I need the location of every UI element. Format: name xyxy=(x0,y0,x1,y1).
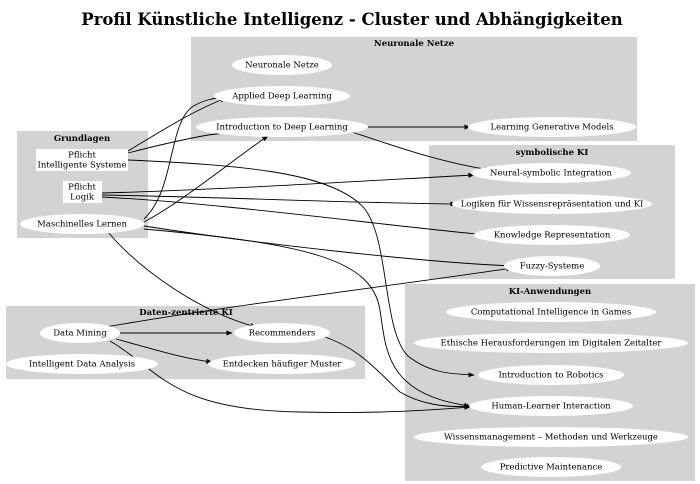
svg-text:Logik: Logik xyxy=(70,193,95,203)
node-pflicht-intelligente-systeme[interactable]: Pflicht Intelligente Systeme xyxy=(36,149,128,171)
edge-logik-to-neural-symbolic xyxy=(101,172,475,194)
node-entdecken-haeufiger-muster[interactable]: Entdecken häufiger Muster xyxy=(208,354,356,374)
svg-text:Maschinelles Lernen: Maschinelles Lernen xyxy=(37,220,127,230)
node-data-mining[interactable]: Data Mining xyxy=(40,323,120,343)
svg-text:Introduction to Deep Learning: Introduction to Deep Learning xyxy=(216,123,348,133)
svg-text:Fuzzy-Systeme: Fuzzy-Systeme xyxy=(520,262,585,272)
svg-text:Predictive Maintenance: Predictive Maintenance xyxy=(500,463,603,473)
node-applied-deep-learning[interactable]: Applied Deep Learning xyxy=(214,86,350,106)
edge-pflicht-is-to-robotics xyxy=(127,159,475,378)
node-introduction-to-deep-learning[interactable]: Introduction to Deep Learning xyxy=(196,117,368,137)
svg-text:Neural-symbolic Integration: Neural-symbolic Integration xyxy=(490,169,612,179)
edge-ml-to-hli xyxy=(143,228,471,408)
edge-pflicht-is-to-applied-dl xyxy=(127,97,227,152)
node-human-learner-interaction[interactable]: Human-Learner Interaction xyxy=(469,396,633,416)
svg-text:Introduction to Robotics: Introduction to Robotics xyxy=(498,371,603,381)
edge-intro-dl-to-neural-symbolic xyxy=(351,131,491,172)
node-fuzzy-systeme[interactable]: Fuzzy-Systeme xyxy=(504,256,600,276)
svg-text:Logiken für Wissensrepräsentat: Logiken für Wissensrepräsentation und KI xyxy=(461,200,644,210)
node-ethische-herausforderungen[interactable]: Ethische Herausforderungen im Digitalen … xyxy=(414,333,688,353)
svg-text:Intelligent Data Analysis: Intelligent Data Analysis xyxy=(29,360,135,370)
svg-text:Ethische Herausforderungen im: Ethische Herausforderungen im Digitalen … xyxy=(441,339,663,349)
node-neuronale-netze[interactable]: Neuronale Netze xyxy=(232,55,332,75)
svg-text:Learning Generative Models: Learning Generative Models xyxy=(490,123,613,133)
node-maschinelles-lernen[interactable]: Maschinelles Lernen xyxy=(20,214,144,234)
svg-text:Human-Learner Interaction: Human-Learner Interaction xyxy=(491,402,611,412)
diagram-title: Profil Künstliche Intelligenz - Cluster … xyxy=(81,10,622,29)
node-neural-symbolic-integration[interactable]: Neural-symbolic Integration xyxy=(471,163,631,183)
svg-text:Recommenders: Recommenders xyxy=(249,329,316,339)
svg-text:Pflicht: Pflicht xyxy=(68,183,96,193)
node-logiken-wissensrepraesentation[interactable]: Logiken für Wissensrepräsentation und KI xyxy=(452,194,652,214)
node-knowledge-representation[interactable]: Knowledge Representation xyxy=(474,225,630,245)
edge-ml-to-applied-dl xyxy=(143,94,227,220)
edge-data-mining-to-muster xyxy=(115,338,213,364)
node-introduction-to-robotics[interactable]: Introduction to Robotics xyxy=(478,365,624,385)
edge-recommenders-to-hli xyxy=(321,335,471,409)
edge-ml-to-fuzzy xyxy=(143,225,513,269)
svg-text:Entdecken häufiger Muster: Entdecken häufiger Muster xyxy=(223,360,343,370)
svg-text:Knowledge Representation: Knowledge Representation xyxy=(494,231,611,241)
svg-text:Wissensmanagement – Methoden u: Wissensmanagement – Methoden und Werkzeu… xyxy=(444,433,658,443)
edge-logik-to-logiken xyxy=(101,194,457,207)
node-pflicht-logik[interactable]: Pflicht Logik xyxy=(63,181,102,203)
edge-ml-to-intro-dl xyxy=(143,135,269,223)
cluster-label-daten-ki: Daten-zentrierte KI xyxy=(139,308,233,318)
cluster-label-ki-anwendungen: KI-Anwendungen xyxy=(509,287,591,297)
svg-text:Pflicht: Pflicht xyxy=(68,151,96,161)
svg-text:Computational Intelligence in: Computational Intelligence in Games xyxy=(471,308,631,318)
cluster-label-symbolische-ki: symbolische KI xyxy=(516,148,589,158)
node-intelligent-data-analysis[interactable]: Intelligent Data Analysis xyxy=(6,354,158,374)
svg-text:Intelligente Systeme: Intelligente Systeme xyxy=(37,161,126,171)
cluster-label-neuronale-netze: Neuronale Netze xyxy=(374,39,455,49)
node-wissensmanagement[interactable]: Wissensmanagement – Methoden und Werkzeu… xyxy=(414,427,688,447)
edge-data-mining-to-fuzzy xyxy=(99,266,513,329)
node-computational-intelligence-in-games[interactable]: Computational Intelligence in Games xyxy=(446,302,656,322)
node-learning-generative-models[interactable]: Learning Generative Models xyxy=(468,117,636,137)
svg-text:Neuronale Netze: Neuronale Netze xyxy=(245,61,319,71)
node-recommenders[interactable]: Recommenders xyxy=(234,323,330,343)
edge-logik-to-knowledge-rep xyxy=(101,196,488,237)
edges xyxy=(99,94,513,413)
svg-text:Applied Deep Learning: Applied Deep Learning xyxy=(231,92,332,102)
cluster-label-grundlagen: Grundlagen xyxy=(54,134,110,144)
svg-text:Data Mining: Data Mining xyxy=(53,329,107,339)
edge-ml-to-recommenders xyxy=(107,231,257,328)
node-predictive-maintenance[interactable]: Predictive Maintenance xyxy=(481,457,621,477)
